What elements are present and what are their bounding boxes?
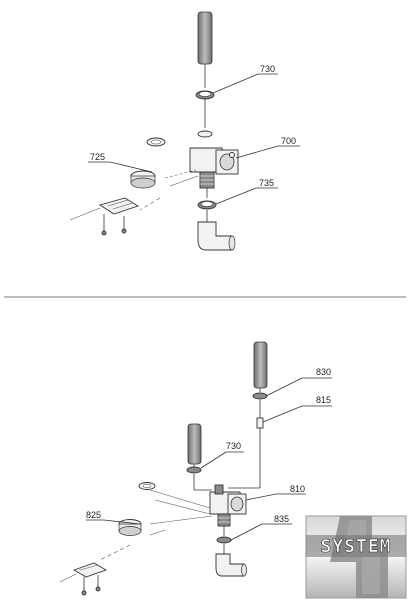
hose-tube-left (187, 423, 202, 465)
callout-730: 730 (260, 64, 275, 74)
nozzle (256, 417, 264, 429)
callout-830: 830 (316, 367, 331, 377)
callout-835: 835 (274, 514, 289, 524)
logo-text: SYSTEM (320, 536, 391, 557)
callout-815: 815 (316, 395, 331, 405)
hose-tube (197, 11, 213, 65)
callout-730-bottom: 730 (226, 441, 241, 451)
hose-tube-right (253, 341, 268, 389)
callout-735: 735 (259, 178, 274, 188)
hose-clamp-left (186, 466, 202, 474)
bottom-assembly: 830 815 730 810 825 835 (59, 341, 332, 596)
leader-735 (215, 187, 257, 205)
hose-clamp-right (252, 392, 268, 400)
double-solenoid-valve (209, 484, 247, 527)
mounting-plate (69, 197, 140, 236)
callout-725: 725 (90, 152, 105, 162)
callout-700: 700 (281, 136, 296, 146)
elbow-fitting-bottom (215, 553, 245, 577)
o-ring-bottom (216, 536, 232, 544)
system-logo: SYSTEM (305, 515, 407, 599)
seal-ring (197, 130, 213, 138)
callout-810: 810 (290, 484, 305, 494)
mounting-plate-bottom (59, 562, 108, 596)
leader-725 (109, 161, 153, 173)
top-assembly: 730 700 725 735 (69, 11, 300, 251)
leader-730 (212, 73, 259, 94)
elbow-fitting (197, 221, 233, 251)
leader-700 (235, 145, 279, 159)
callout-825: 825 (86, 510, 101, 520)
solenoid-valve (189, 147, 239, 189)
